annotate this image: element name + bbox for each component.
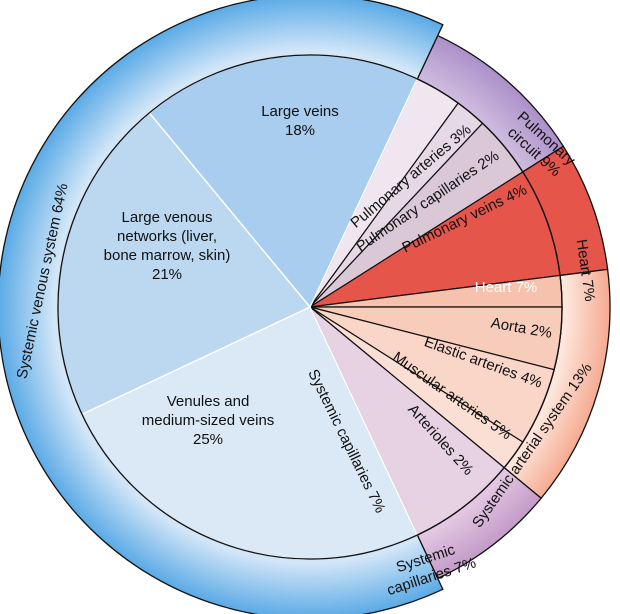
label-heart-inner: Heart 7% <box>475 279 538 296</box>
inner-outline <box>57 54 563 560</box>
inner-pie <box>57 54 563 560</box>
